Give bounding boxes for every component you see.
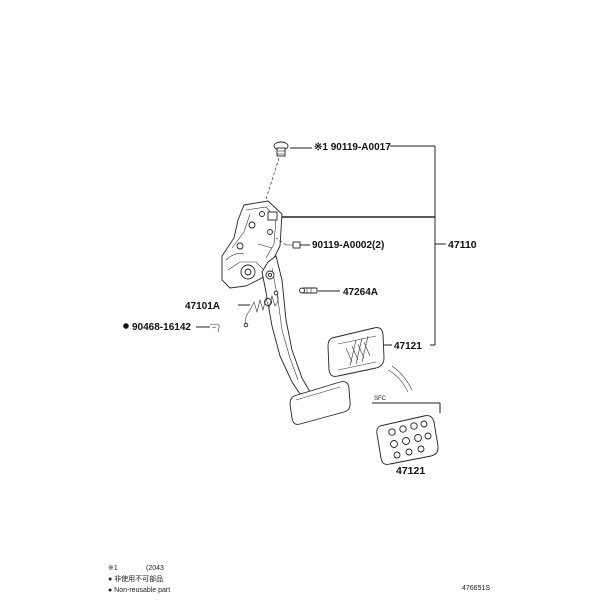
- label-pad-variant: 47121: [396, 465, 425, 477]
- label-clip: 90468-16142: [132, 322, 191, 333]
- return-spring-icon: [243, 290, 279, 328]
- label-pin: 47264A: [343, 287, 378, 298]
- label-variant-code: SFC: [374, 396, 387, 402]
- legend-note1-text: (2043: [146, 565, 164, 572]
- pedal-pad-cover-icon: [327, 327, 385, 377]
- pedal-pad-icon: [289, 381, 351, 425]
- legend-note3: ● Non-reusable part: [108, 587, 170, 594]
- arrow-icon: [387, 365, 413, 393]
- label-pad: 47121: [394, 341, 422, 352]
- pin-icon: [299, 287, 318, 294]
- sport-pedal-pad-icon: [376, 415, 439, 465]
- drawing-id: 476651S: [462, 585, 490, 592]
- legend-note2: ● 非使用不可部品: [108, 574, 163, 583]
- label-spring: 47101A: [185, 301, 220, 312]
- label-bolt-mid: 90119-A0002(2): [312, 240, 384, 251]
- bolt-mid-icon: [275, 237, 301, 249]
- non-reusable-marker-icon: [123, 323, 129, 329]
- label-assembly: 47110: [448, 239, 477, 251]
- legend-note1-mark: ※1: [108, 565, 118, 572]
- pedal-arm-icon: [261, 255, 311, 395]
- leader-lines: [196, 145, 446, 413]
- label-bolt-top: ※1 90119-A0017: [314, 142, 391, 153]
- legend: ※1 (2043 ● 非使用不可部品 ● Non-reusable part: [108, 565, 170, 594]
- clip-icon: [209, 323, 220, 333]
